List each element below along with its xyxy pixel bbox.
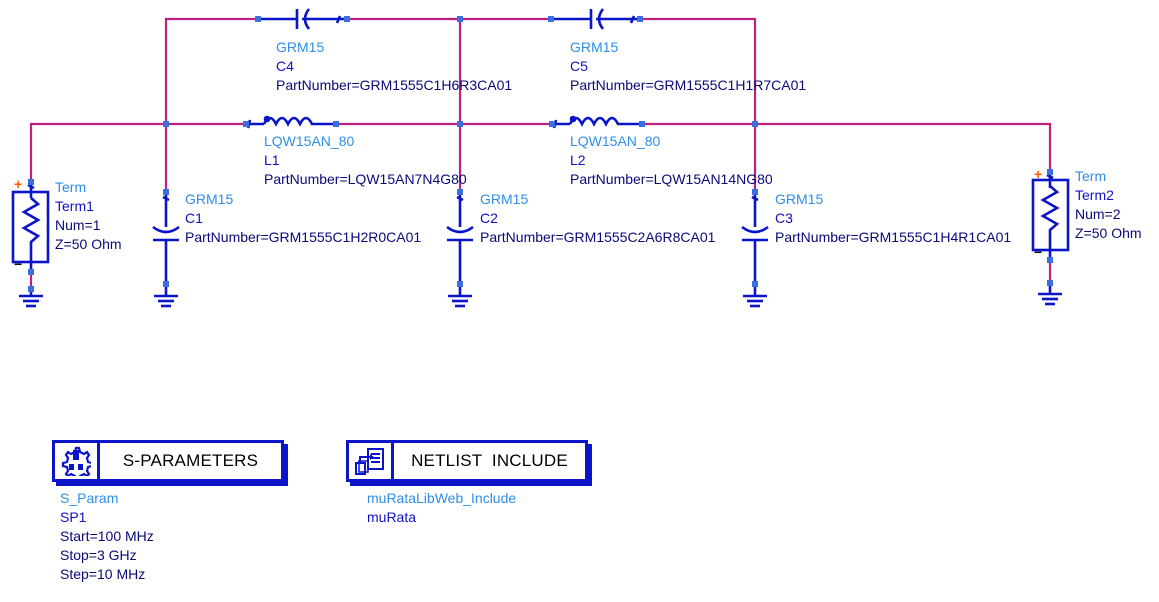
sparameters-controller[interactable]: S-PARAMETERS [52,440,284,482]
ground-icon [154,290,178,308]
ground-icon [448,290,472,308]
component-name: L2 [570,152,586,168]
component-param: PartNumber=GRM1555C2A6R8CA01 [480,229,716,245]
component-num: Num=1 [55,217,101,233]
component-param: PartNumber=GRM1555C1H4R1CA01 [775,229,1012,245]
component-model: Term [55,179,87,195]
capacitor-c1[interactable] [152,192,180,290]
ground-icon [743,290,767,308]
inductor-l2[interactable] [552,115,642,129]
ground-icon [1038,283,1062,306]
component-name: Term2 [1075,187,1114,203]
component-impedance: Z=50 Ohm [55,236,122,252]
label-c2: GRM15 C2 PartNumber=GRM1555C2A6R8CA01 [480,190,715,247]
term1-plus-sign: + [14,176,23,192]
pins [28,16,1053,292]
sparameters-title: S-PARAMETERS [122,451,259,470]
term2-minus-sign: − [1034,244,1043,260]
component-model: Term [1075,168,1107,184]
controller-model: S_Param [60,490,119,506]
wires [29,17,1052,290]
component-name: C5 [570,58,588,74]
component-param: PartNumber=GRM1555C1H1R7CA01 [570,77,807,93]
component-model: GRM15 [185,191,234,207]
component-name: Term1 [55,198,94,214]
term1-minus-sign: − [14,256,23,272]
inductor-l1[interactable] [246,115,336,129]
label-c3: GRM15 C3 PartNumber=GRM1555C1H4R1CA01 [775,190,1011,247]
gear-icon [55,443,100,479]
label-c1: GRM15 C1 PartNumber=GRM1555C1H2R0CA01 [185,190,421,247]
controller-name: muRata [367,509,417,525]
sweep-start: Start=100 MHz [60,528,154,544]
component-param: PartNumber=LQW15AN14NG80 [570,171,773,187]
label-term2: Term Term2 Num=2 Z=50 Ohm [1075,167,1142,243]
component-name: C2 [480,210,498,226]
component-impedance: Z=50 Ohm [1075,225,1142,241]
component-param: PartNumber=GRM1555C1H2R0CA01 [185,229,422,245]
ground-icon [19,290,43,308]
component-name: C3 [775,210,793,226]
label-term1: Term Term1 Num=1 Z=50 Ohm [55,178,122,254]
label-l1: LQW15AN_80 L1 PartNumber=LQW15AN7N4G80 [264,132,467,189]
term2-plus-sign: + [1034,166,1043,182]
label-c5: GRM15 C5 PartNumber=GRM1555C1H1R7CA01 [570,38,806,95]
capacitor-c5[interactable] [551,8,640,30]
wire-node3-term2 [642,122,1052,172]
wire-top-left [164,17,258,124]
controller-name: SP1 [60,509,87,525]
wire-term1-to-node1 [29,122,246,182]
component-model: LQW15AN_80 [264,133,355,149]
sweep-stop: Stop=3 GHz [60,547,137,563]
component-name: C1 [185,210,203,226]
capacitor-c4[interactable] [258,8,347,30]
netlist-file-icon [349,443,394,479]
netlist-include-controller[interactable]: NETLIST INCLUDE [346,440,588,482]
wire-top-right [640,17,757,124]
netlist-include-title: NETLIST INCLUDE [411,451,568,470]
component-model: GRM15 [480,191,529,207]
component-model: LQW15AN_80 [570,133,661,149]
component-model: GRM15 [276,39,325,55]
component-model: GRM15 [570,39,619,55]
component-model: GRM15 [775,191,824,207]
component-param: PartNumber=LQW15AN7N4G80 [264,171,467,187]
component-num: Num=2 [1075,206,1121,222]
label-sparam: S_Param SP1 Start=100 MHz Stop=3 GHz Ste… [60,489,154,584]
capacitor-c2[interactable] [446,192,474,290]
ground-icons [19,283,1062,308]
label-netlist: muRataLibWeb_Include muRata [367,489,516,527]
controller-model: muRataLibWeb_Include [367,490,517,506]
sweep-step: Step=10 MHz [60,566,146,582]
component-param: PartNumber=GRM1555C1H6R3CA01 [276,77,513,93]
label-c4: GRM15 C4 PartNumber=GRM1555C1H6R3CA01 [276,38,512,95]
label-l2: LQW15AN_80 L2 PartNumber=LQW15AN14NG80 [570,132,773,189]
component-name: C4 [276,58,294,74]
component-name: L1 [264,152,280,168]
capacitor-c3[interactable] [741,192,769,290]
